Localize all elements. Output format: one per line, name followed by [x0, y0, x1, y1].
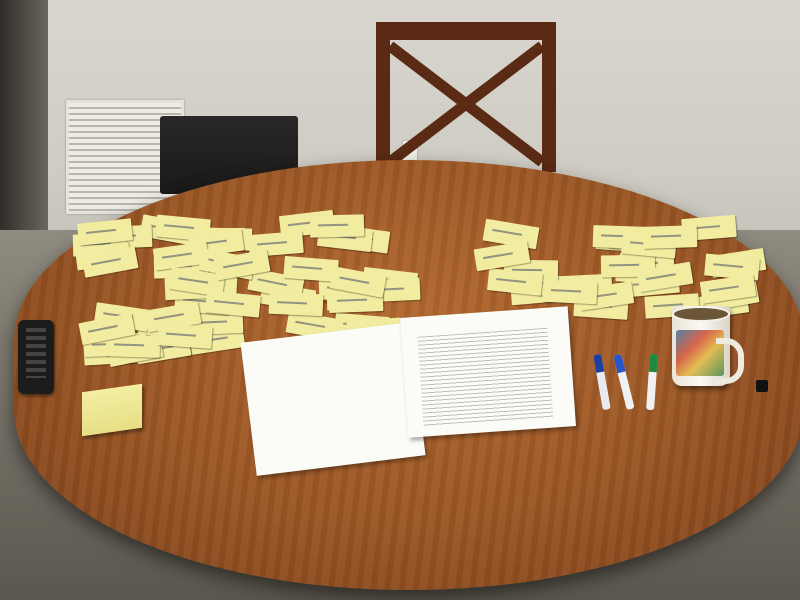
sticky-note	[268, 291, 324, 316]
sticky-note-pad	[82, 383, 142, 437]
mug-coffee	[672, 306, 730, 322]
binder-clip	[756, 380, 768, 392]
sticky-note	[642, 225, 698, 250]
printed-document-stack	[400, 306, 576, 438]
chair	[376, 22, 556, 172]
blank-paper-stack	[240, 322, 426, 476]
sticky-note	[542, 280, 598, 305]
mug-handle	[716, 338, 744, 384]
pen-cap	[648, 353, 658, 373]
sticky-note	[157, 323, 214, 350]
tv-remote	[18, 320, 54, 394]
sticky-note	[309, 214, 365, 238]
document-text-lines	[417, 327, 554, 427]
